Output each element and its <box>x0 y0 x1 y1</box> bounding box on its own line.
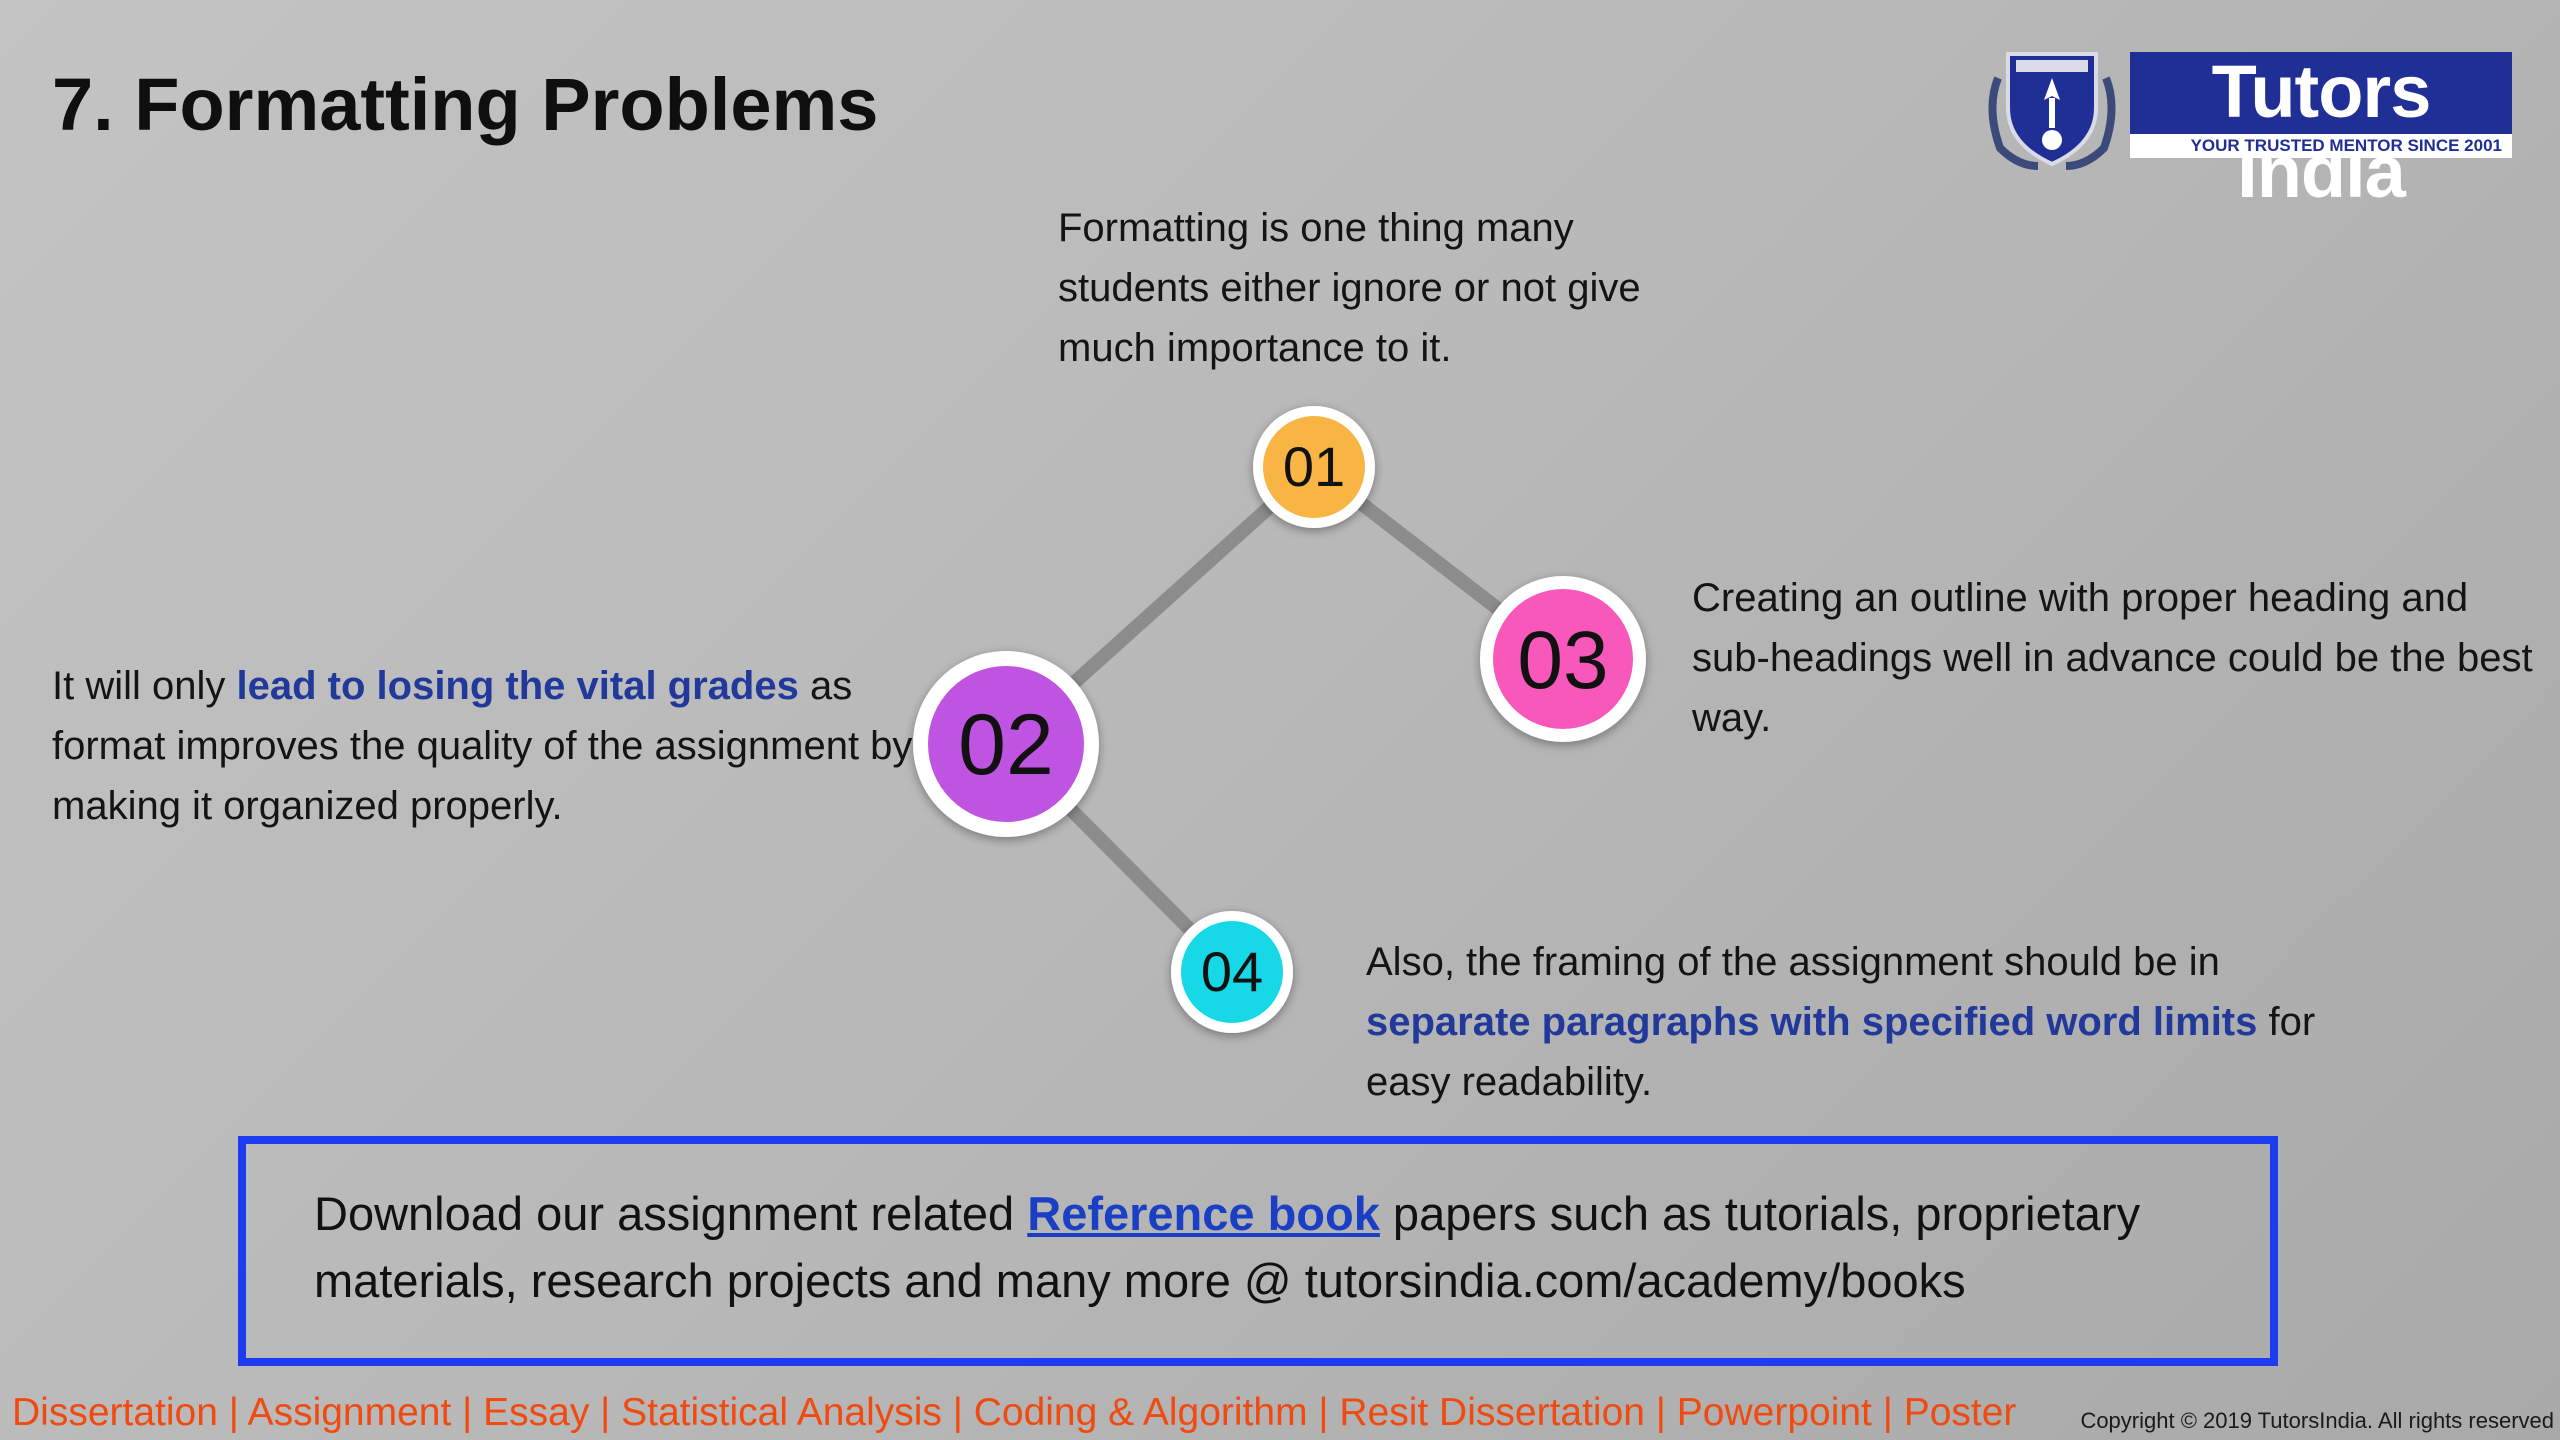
point-02-highlight: lead to losing the vital grades <box>236 664 799 708</box>
shield-emblem-icon <box>1988 52 2116 170</box>
node-02: 02 <box>913 651 1099 837</box>
node-03-fill <box>1493 589 1633 729</box>
point-04-highlight: separate paragraphs with specified word … <box>1366 1000 2258 1044</box>
logo-tagline: YOUR TRUSTED MENTOR SINCE 2001 <box>2130 134 2512 158</box>
point-01-text: Formatting is one thing many students ei… <box>1058 206 1641 370</box>
point-02-text: It will only lead to losing the vital gr… <box>52 656 932 836</box>
callout-text-after: papers such as tutorials, proprietary ma… <box>314 1187 2141 1307</box>
node-03: 03 <box>1480 576 1646 742</box>
point-02-text-before: It will only <box>52 664 237 708</box>
node-02-fill <box>928 666 1084 822</box>
callout-text-before: Download our assignment related <box>314 1187 1028 1240</box>
point-04-text: Also, the framing of the assignment shou… <box>1366 932 2346 1112</box>
point-04-text-after: for easy readability. <box>1366 1000 2316 1104</box>
node-01-label: 01 <box>1283 435 1345 498</box>
logo-brand-name: Tutors India <box>2130 52 2512 212</box>
footer-service-links[interactable]: Dissertation | Assignment | Essay | Stat… <box>12 1391 2017 1434</box>
node-01-fill <box>1263 416 1365 518</box>
reference-book-callout <box>238 1136 2278 1366</box>
node-04-fill <box>1181 921 1283 1023</box>
node-04-label: 04 <box>1201 940 1263 1003</box>
point-03-text: Creating an outline with proper heading … <box>1692 576 2533 740</box>
point-04-text-before: Also, the framing of the assignment shou… <box>1366 940 2220 984</box>
slide-title: 7. Formatting Problems <box>52 63 879 146</box>
callout-text: Download our assignment related Referenc… <box>314 1180 2254 1314</box>
copyright-notice: Copyright © 2019 TutorsIndia. All rights… <box>2080 1408 2554 1433</box>
node-01: 01 <box>1253 406 1375 528</box>
tutors-india-logo[interactable]: Tutors India YOUR TRUSTED MENTOR SINCE 2… <box>1978 48 2518 212</box>
reference-book-link[interactable]: Reference book <box>1027 1187 1380 1240</box>
node-02-label: 02 <box>958 697 1054 793</box>
node-04: 04 <box>1171 911 1293 1033</box>
point-02-text-after: as format improves the quality of the as… <box>52 664 913 828</box>
node-03-label: 03 <box>1517 615 1608 706</box>
